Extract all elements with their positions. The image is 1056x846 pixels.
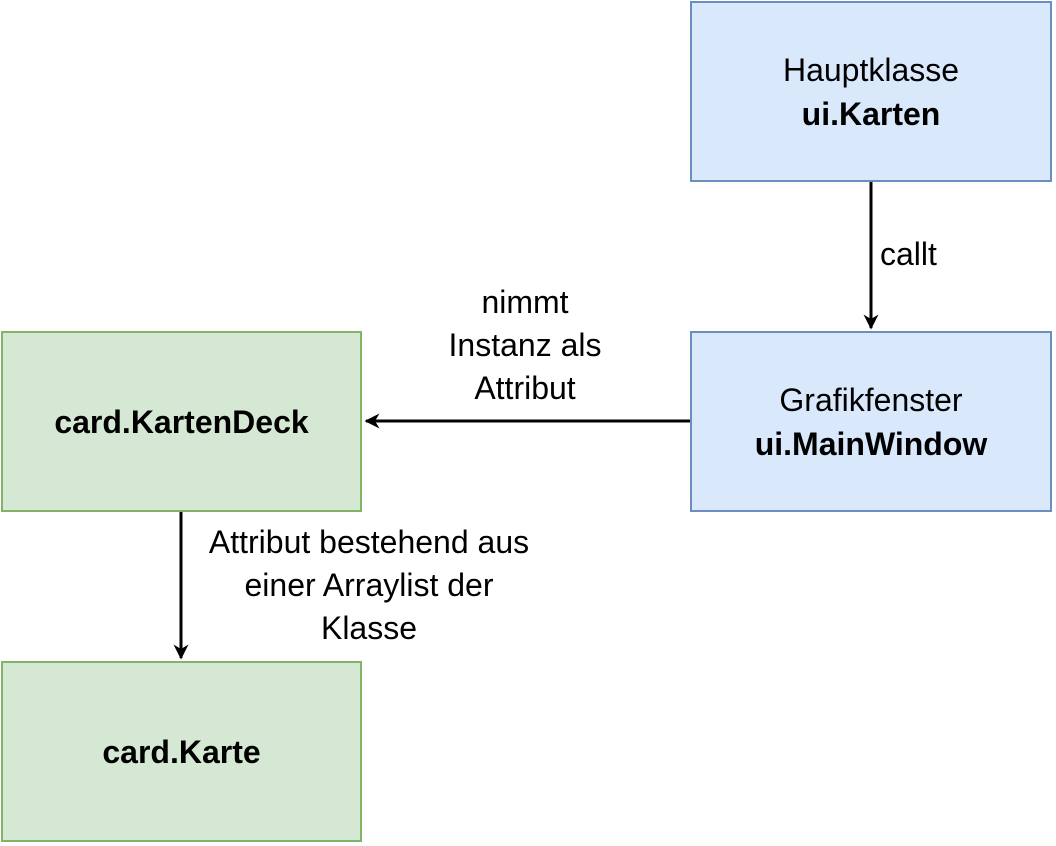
edge-label-arraylist-line: Attribut bestehend aus [208,524,530,560]
node-hauptklasse-title: ui.Karten [801,95,941,132]
edge-label-arraylist-line: Klasse [320,610,418,646]
edge-label-attribut-instanz: nimmt Instanz als Attribut [410,281,640,410]
edge-label-attribut-instanz-line: nimmt [481,284,569,320]
edge-label-callt: callt [880,233,937,276]
node-kartendeck[interactable]: card.KartenDeck [1,331,362,512]
node-karte-title: card.Karte [102,733,261,770]
node-mainwindow-subtitle: Grafikfenster [779,381,963,418]
edge-label-attribut-instanz-line: Attribut [474,370,576,406]
node-hauptklasse[interactable]: Hauptklasse ui.Karten [690,1,1052,182]
node-karte[interactable]: card.Karte [1,661,362,842]
node-mainwindow[interactable]: Grafikfenster ui.MainWindow [690,331,1052,512]
node-hauptklasse-subtitle: Hauptklasse [782,51,960,88]
edge-label-arraylist: Attribut bestehend aus einer Arraylist d… [184,521,554,650]
node-kartendeck-title: card.KartenDeck [54,403,309,440]
node-mainwindow-title: ui.MainWindow [754,425,988,462]
edge-label-arraylist-line: einer Arraylist der [244,567,494,603]
edge-label-attribut-instanz-line: Instanz als [448,327,602,363]
